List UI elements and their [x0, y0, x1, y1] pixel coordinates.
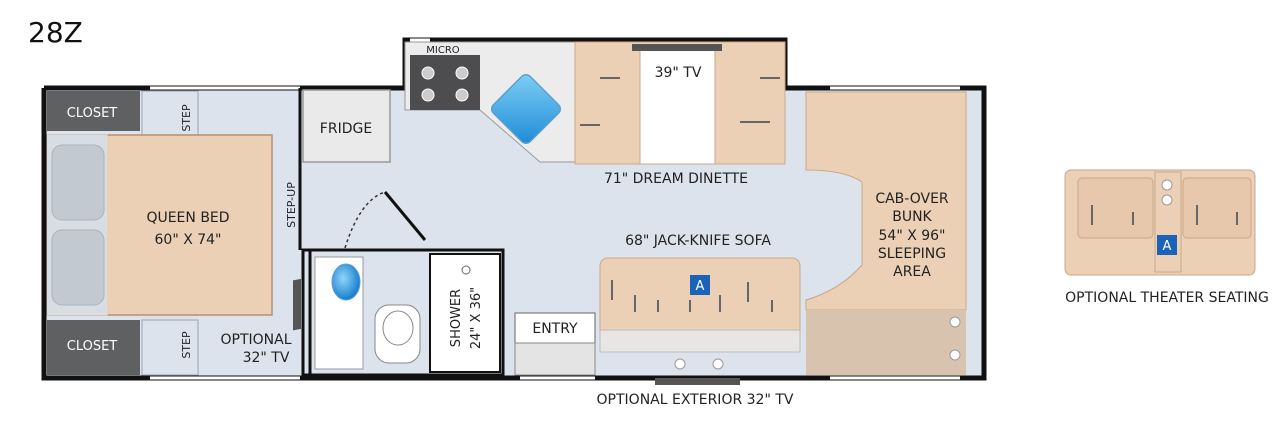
closet-bottom	[47, 320, 140, 375]
cabover-sleeping: SLEEPING	[878, 246, 946, 262]
jack-knife-sofa	[599, 257, 801, 370]
theater-badge	[1157, 235, 1177, 255]
sink	[490, 73, 562, 145]
pillow-top	[51, 144, 105, 221]
exterior-tv-label: OPTIONAL EXTERIOR 32" TV	[597, 392, 794, 408]
pillow-bottom	[51, 229, 105, 306]
sofa-label: 68" JACK-KNIFE SOFA	[625, 233, 771, 249]
queen-bed-label: QUEEN BED	[146, 210, 229, 226]
dinette-label: 71" DREAM DINETTE	[604, 171, 748, 187]
cabover-label-2: BUNK	[892, 209, 932, 225]
bedroom-tv-shape	[293, 278, 301, 331]
sofa-badge-label: A	[696, 279, 705, 294]
dinette-tv	[632, 44, 722, 51]
closet-top-label: CLOSET	[67, 106, 118, 121]
bathroom-door	[383, 191, 427, 241]
queen-bed-size: 60" X 74"	[155, 232, 222, 248]
sofa-badge	[690, 275, 710, 295]
fridge-label: FRIDGE	[320, 121, 372, 137]
step-up-label: STEP-UP	[285, 182, 298, 228]
micro-label: MICRO	[426, 45, 460, 56]
optional-tv-size: 32" TV	[243, 350, 290, 366]
theater-label: OPTIONAL THEATER SEATING	[1065, 290, 1269, 306]
theater-seating	[1064, 169, 1256, 276]
microwave-cooktop	[410, 55, 480, 110]
closet-bottom-label: CLOSET	[67, 339, 118, 354]
cabover-label: CAB-OVER	[875, 191, 949, 207]
shower-label: SHOWER	[449, 289, 464, 347]
cabover-size: 54" X 96"	[879, 228, 946, 244]
cabover-bunk	[805, 91, 967, 311]
dinette-tv-label: 39" TV	[655, 65, 702, 81]
bathroom	[301, 248, 505, 377]
theater-badge-label: A	[1163, 239, 1172, 254]
queen-bed	[46, 134, 273, 316]
fridge	[302, 89, 391, 163]
step-top-label: STEP	[180, 104, 193, 132]
cab-seat-area	[806, 310, 966, 375]
bathroom-door-swing	[344, 191, 386, 249]
kitchen-counter	[404, 41, 576, 163]
exterior-tv	[655, 378, 740, 385]
entry-door	[514, 342, 596, 376]
vanity-sink	[331, 263, 361, 301]
model-title: 28Z	[28, 16, 83, 49]
closet-top	[47, 91, 140, 131]
entry-step	[514, 312, 596, 344]
cabover-area: AREA	[893, 264, 931, 280]
step-bottom	[141, 319, 199, 376]
wall-windows	[150, 38, 960, 380]
dinette-table	[639, 46, 716, 165]
shower-size: 24" X 36"	[469, 287, 484, 349]
entry-label: ENTRY	[532, 321, 578, 337]
step-bottom-label: STEP	[180, 331, 193, 359]
dream-dinette	[574, 41, 786, 165]
optional-tv-label: OPTIONAL	[220, 332, 291, 348]
